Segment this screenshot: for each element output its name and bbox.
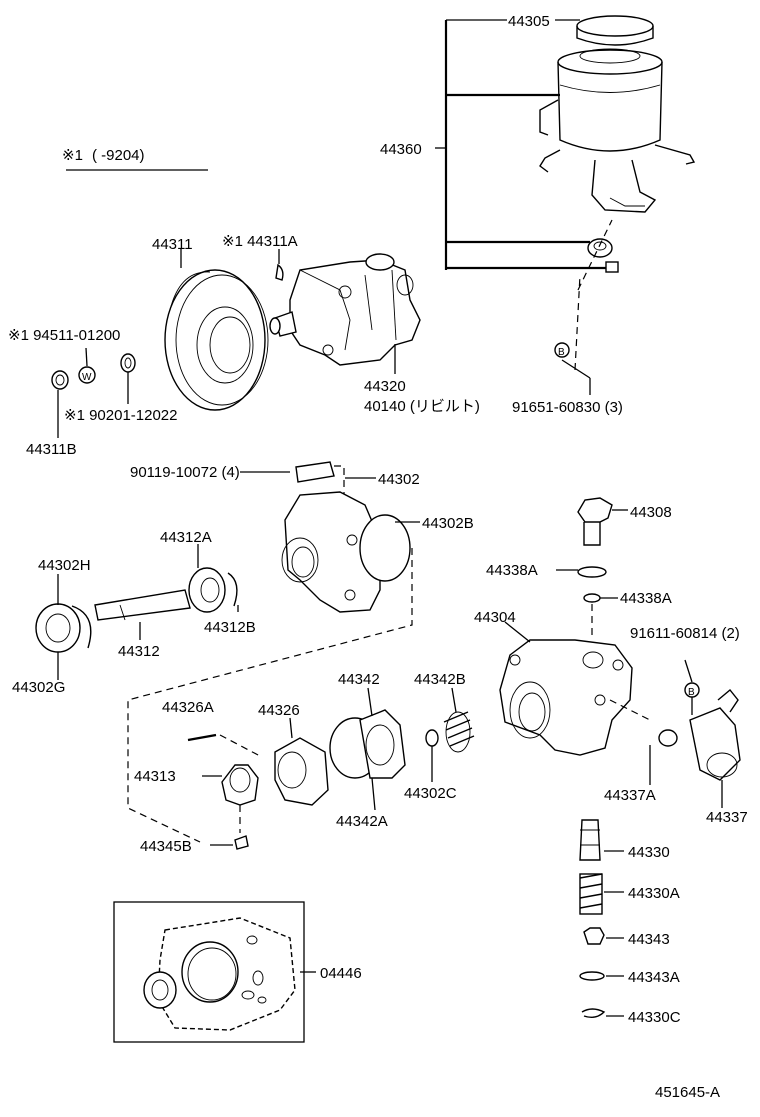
- label-44326: 44326: [258, 702, 300, 719]
- rear-housing-44304: [499, 639, 633, 756]
- union-44337: [689, 707, 741, 781]
- label-90119: 90119-10072 (4): [130, 464, 240, 481]
- plug-44343: [583, 927, 605, 945]
- label-44342B: 44342B: [414, 671, 466, 688]
- grommet: [587, 238, 613, 258]
- label-44302G: 44302G: [12, 679, 65, 696]
- vane-44345B: [234, 835, 249, 850]
- gasket-44302B: [359, 514, 411, 582]
- front-housing-group: 90119-10072 (4) 44302 44302B: [127, 461, 474, 843]
- label-44312: 44312: [118, 643, 160, 660]
- applicability-note: ※1 ( -9204): [62, 147, 208, 171]
- label-44326A: 44326A: [162, 699, 214, 716]
- label-44320: 44320: [364, 378, 406, 395]
- label-91611: 91611-60814 (2): [630, 625, 740, 642]
- pin-44326A: [187, 733, 217, 742]
- label-44302: 44302: [378, 471, 420, 488]
- lock-washer: [120, 353, 136, 373]
- snap-ring-44312B: [227, 572, 238, 607]
- front-housing: [284, 491, 381, 613]
- label-44302B: 44302B: [422, 515, 474, 532]
- diagram-id: 451645-A: [655, 1084, 720, 1101]
- reservoir-bracket: [591, 159, 657, 213]
- label-44360: 44360: [380, 141, 422, 158]
- shaft-44312: [94, 589, 191, 621]
- label-40140: 40140 (リビルト): [364, 398, 480, 415]
- nut: [605, 261, 619, 273]
- label-44312A: 44312A: [160, 529, 212, 546]
- label-44311: 44311: [152, 236, 193, 253]
- pulley-nut: [51, 370, 69, 390]
- valve-stack: 44330 44330A 44343 44343A 44330C: [579, 819, 681, 1026]
- label-44313: 44313: [134, 768, 176, 785]
- valve-44330: [579, 819, 601, 861]
- label-44312B: 44312B: [204, 619, 256, 636]
- snap-ring-44330C: [581, 1008, 606, 1019]
- key: [275, 263, 284, 281]
- label-44345B: 44345B: [140, 838, 192, 855]
- label-44337: 44337: [706, 809, 748, 826]
- label-44337A: 44337A: [604, 787, 656, 804]
- o-ring-44343A: [579, 971, 605, 981]
- snap-ring-44302H: [71, 605, 92, 649]
- o-ring-44338A-2: [583, 593, 601, 603]
- label-44305: 44305: [508, 13, 550, 30]
- o-ring-44302C: [425, 729, 439, 747]
- label-44330A: 44330A: [628, 885, 680, 902]
- spring-44342B: [443, 711, 475, 747]
- label-44330C: 44330C: [628, 1009, 681, 1026]
- reservoir-cap: [576, 15, 654, 37]
- washer-mark-w: [78, 366, 96, 384]
- label-44338A-1: 44338A: [486, 562, 538, 579]
- label-44311A: ※1 44311A: [222, 233, 298, 250]
- label-44302H: 44302H: [38, 557, 91, 574]
- label-44304: 44304: [474, 609, 516, 626]
- label-91651: 91651-60830 (3): [512, 399, 623, 416]
- union-bolt-44308: [577, 497, 613, 523]
- cam-ring-group: 44326A 44326 44313 44342 44342B 44302C 4…: [134, 671, 475, 855]
- label-44342: 44342: [338, 671, 380, 688]
- note-mark: ※1: [62, 147, 83, 164]
- note-range: ( -9204): [92, 147, 145, 164]
- label-44338A-2: 44338A: [620, 590, 672, 607]
- washer-mark-text: W: [82, 372, 92, 383]
- reservoir-tank: [557, 49, 663, 75]
- o-ring-44338A-1: [577, 566, 607, 578]
- label-44343A: 44343A: [628, 969, 680, 986]
- label-44308: 44308: [630, 504, 672, 521]
- label-94511: ※1 94511-01200: [8, 327, 120, 344]
- label-44311B: 44311B: [26, 441, 77, 458]
- rotor-44313: [221, 764, 259, 806]
- rear-housing-group: B 44308 44338A 44338A 44304 91611-60814 …: [474, 497, 748, 826]
- label-44302C: 44302C: [404, 785, 457, 802]
- label-04446: 04446: [320, 965, 362, 982]
- bearing-44312A: [188, 567, 226, 613]
- label-90201: ※1 90201-12022: [64, 407, 178, 424]
- label-44343: 44343: [628, 931, 670, 948]
- bolt-90119: [295, 461, 335, 483]
- pump-body: [289, 259, 421, 366]
- kit-oil-seal: [143, 971, 177, 1009]
- bolt-mark-text-1: B: [558, 347, 565, 358]
- pulley: [164, 269, 266, 411]
- label-44330: 44330: [628, 844, 670, 861]
- pump-assembly: W 44311 ※1 44311A ※1 94511-01200 ※1 9020…: [8, 233, 480, 458]
- cam-ring-44326: [274, 737, 329, 806]
- bolt-mark-b-1: [554, 342, 570, 358]
- oil-seal-44302G: [35, 603, 81, 653]
- kit-o-ring: [181, 941, 239, 1003]
- spring-44330A: [579, 873, 603, 915]
- bolt-mark-text-2: B: [688, 687, 695, 698]
- gasket-kit-box: 04446: [113, 901, 362, 1043]
- reservoir-assembly: B 44305 44360 91651-60830 (3): [380, 13, 696, 416]
- o-ring-44337A: [658, 729, 678, 747]
- label-44342A: 44342A: [336, 813, 388, 830]
- shaft-group: 44312A 44302H 44312B 44312 44302G: [12, 529, 256, 696]
